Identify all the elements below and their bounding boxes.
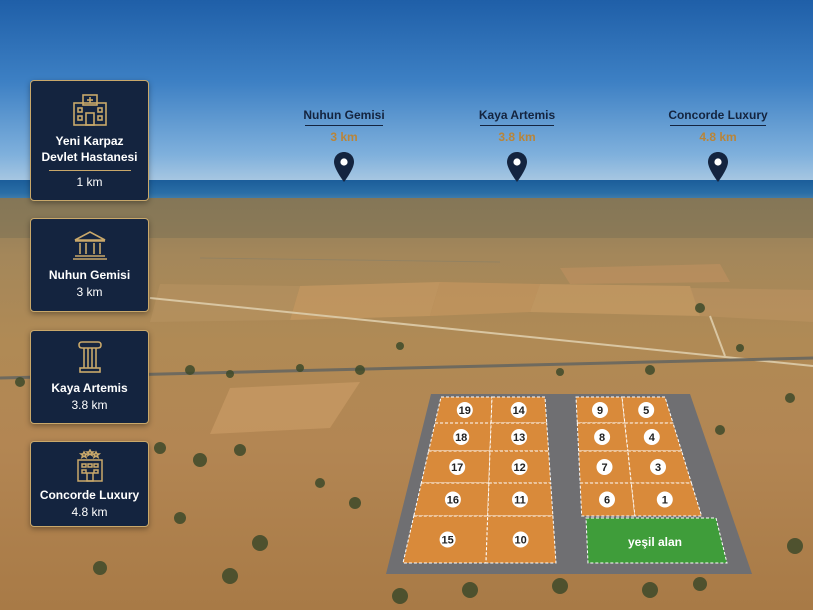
pin-underline — [670, 125, 766, 126]
divider — [48, 170, 131, 171]
lot-number-badge — [656, 491, 673, 508]
lot-number-badge — [650, 459, 666, 475]
pin-distance: 3 km — [330, 130, 358, 144]
lot-number: 8 — [599, 432, 605, 444]
card-title: Yeni Karpaz Devlet Hastanesi — [41, 134, 138, 164]
pin-underline — [480, 125, 554, 126]
lot-number-badge — [511, 459, 528, 475]
location-pin-icon — [708, 152, 728, 182]
lot-number-badge — [638, 402, 655, 418]
lot-number: 9 — [597, 405, 603, 417]
sea-horizon — [0, 180, 813, 202]
lot-number-badge — [594, 429, 611, 445]
location-pin-icon — [334, 152, 354, 182]
card-title: Kaya Artemis — [51, 381, 128, 395]
lot-number: 14 — [513, 405, 526, 417]
lot-number-badge — [599, 491, 615, 508]
pin-underline — [305, 125, 383, 126]
lot-number-badge — [511, 429, 528, 445]
card-title: Nuhun Gemisi — [48, 268, 131, 282]
map-pin-concorde-luxury[interactable]: Concorde Luxury 4.8 km — [658, 108, 778, 183]
info-card-nuhun-gemisi: Nuhun Gemisi 3 km — [30, 218, 149, 312]
map-pin-kaya-artemis[interactable]: Kaya Artemis 3.8 km — [467, 108, 567, 183]
card-title: Concorde Luxury — [39, 488, 140, 502]
lot-number: 6 — [604, 495, 610, 507]
pin-label: Kaya Artemis — [478, 108, 556, 122]
lot-number: 3 — [655, 462, 661, 474]
lot-number: 15 — [441, 535, 453, 547]
pin-label: Nuhun Gemisi — [303, 108, 385, 122]
lot-number: 19 — [459, 405, 471, 417]
lots: 19 14 18 13 17 12 16 11 15 10 9 5 8 4 7 3 6 1 — [402, 396, 703, 564]
location-pin-icon — [507, 152, 527, 182]
green-area-label: yeşil alan — [628, 535, 682, 549]
pin-label: Concorde Luxury — [668, 108, 768, 122]
green-area[interactable] — [585, 517, 728, 564]
lot-number-badge — [453, 429, 470, 445]
lot-number: 1 — [662, 495, 668, 507]
lot-number: 7 — [601, 462, 607, 474]
column-icon — [77, 341, 102, 373]
lot-number: 18 — [455, 432, 467, 444]
hotel-icon — [76, 449, 103, 482]
pin-distance: 3.8 km — [498, 130, 536, 144]
card-distance: 4.8 km — [71, 505, 108, 519]
lot-number: 13 — [513, 432, 525, 444]
lot-number: 11 — [514, 495, 526, 507]
card-distance: 1 km — [76, 175, 103, 189]
lot-number-badge — [439, 531, 456, 548]
lot-number-badge — [596, 459, 613, 475]
lot-number-badge — [449, 459, 466, 475]
lot-number-badge — [592, 402, 608, 418]
info-card-hospital: Yeni Karpaz Devlet Hastanesi 1 km — [30, 80, 149, 201]
lot-number-badge — [444, 491, 461, 508]
card-distance: 3 km — [76, 285, 103, 299]
lot-number: 16 — [447, 495, 459, 507]
lot-number-badge — [643, 429, 660, 445]
pin-distance: 4.8 km — [699, 130, 737, 144]
lot-number: 17 — [451, 462, 463, 474]
info-card-concorde-luxury: Concorde Luxury 4.8 km — [30, 441, 149, 527]
map-pin-nuhun-gemisi[interactable]: Nuhun Gemisi 3 km — [294, 108, 394, 183]
card-distance: 3.8 km — [71, 398, 108, 412]
lot-number-badge — [456, 402, 473, 418]
lot-number: 4 — [649, 432, 656, 444]
lot-number: 10 — [514, 535, 526, 547]
lot-number-badge — [510, 402, 527, 418]
lot-number-badge — [512, 531, 529, 548]
lot-number: 5 — [643, 405, 649, 417]
lot-number-badge — [512, 491, 528, 508]
info-card-kaya-artemis: Kaya Artemis 3.8 km — [30, 330, 149, 424]
lot-number: 12 — [513, 462, 525, 474]
hospital-icon — [72, 94, 107, 126]
museum-icon — [72, 231, 107, 260]
